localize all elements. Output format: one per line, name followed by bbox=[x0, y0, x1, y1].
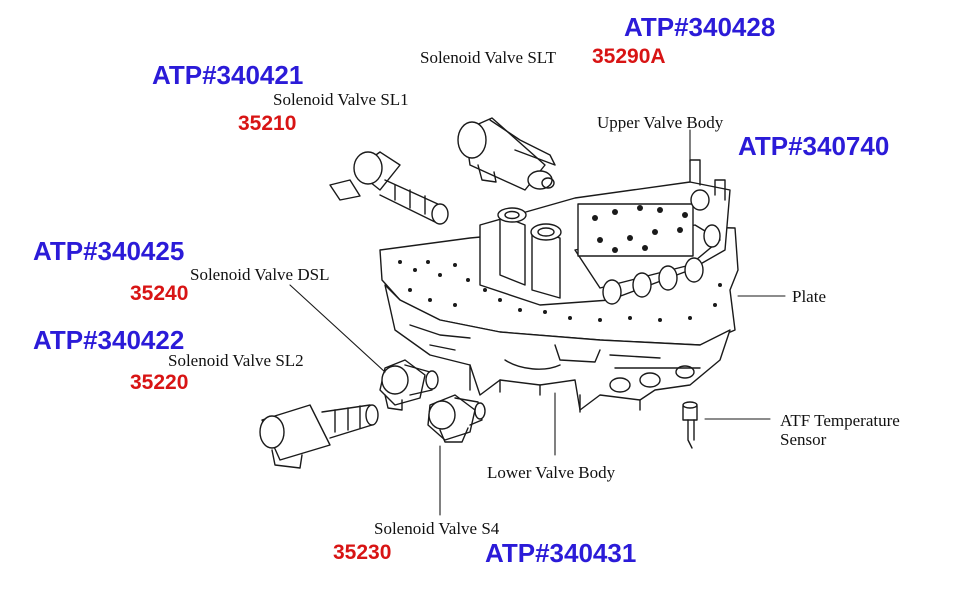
label-solenoid-sl2: Solenoid Valve SL2 bbox=[168, 351, 304, 370]
label-solenoid-slt: Solenoid Valve SLT bbox=[420, 48, 557, 67]
lower-valve-body-drawing bbox=[384, 284, 731, 413]
label-plate: Plate bbox=[792, 287, 826, 306]
part-number-sl1: 35210 bbox=[238, 112, 297, 135]
label-solenoid-dsl: Solenoid Valve DSL bbox=[190, 265, 330, 284]
label-lower-valve-body: Lower Valve Body bbox=[487, 463, 616, 482]
label-atf-temperature-sensor: ATF Temperature Sensor bbox=[780, 411, 900, 449]
part-number-slt: 35290A bbox=[592, 45, 666, 68]
solenoid-sl2-drawing bbox=[259, 404, 379, 469]
atp-number-upper-valve-body: ATP#340740 bbox=[738, 131, 890, 161]
solenoid-dsl-drawing bbox=[379, 359, 439, 411]
atp-number-sl1: ATP#340421 bbox=[152, 60, 304, 90]
label-solenoid-s4: Solenoid Valve S4 bbox=[374, 519, 500, 538]
label-solenoid-sl1: Solenoid Valve SL1 bbox=[273, 90, 409, 109]
atp-number-dsl: ATP#340425 bbox=[33, 236, 185, 266]
atp-number-s4: ATP#340431 bbox=[485, 538, 637, 568]
solenoid-s4-drawing bbox=[427, 394, 486, 443]
atp-number-sl2: ATP#340422 bbox=[33, 325, 185, 355]
atp-number-slt: ATP#340428 bbox=[624, 12, 776, 42]
part-number-dsl: 35240 bbox=[130, 282, 189, 305]
part-number-s4: 35230 bbox=[333, 541, 392, 564]
upper-valve-body-drawing bbox=[479, 159, 731, 306]
solenoid-sl1-drawing bbox=[329, 151, 449, 225]
part-number-sl2: 35220 bbox=[130, 371, 189, 394]
label-upper-valve-body: Upper Valve Body bbox=[597, 113, 724, 132]
solenoid-slt-drawing bbox=[457, 117, 556, 191]
atf-sensor-drawing bbox=[682, 401, 698, 449]
